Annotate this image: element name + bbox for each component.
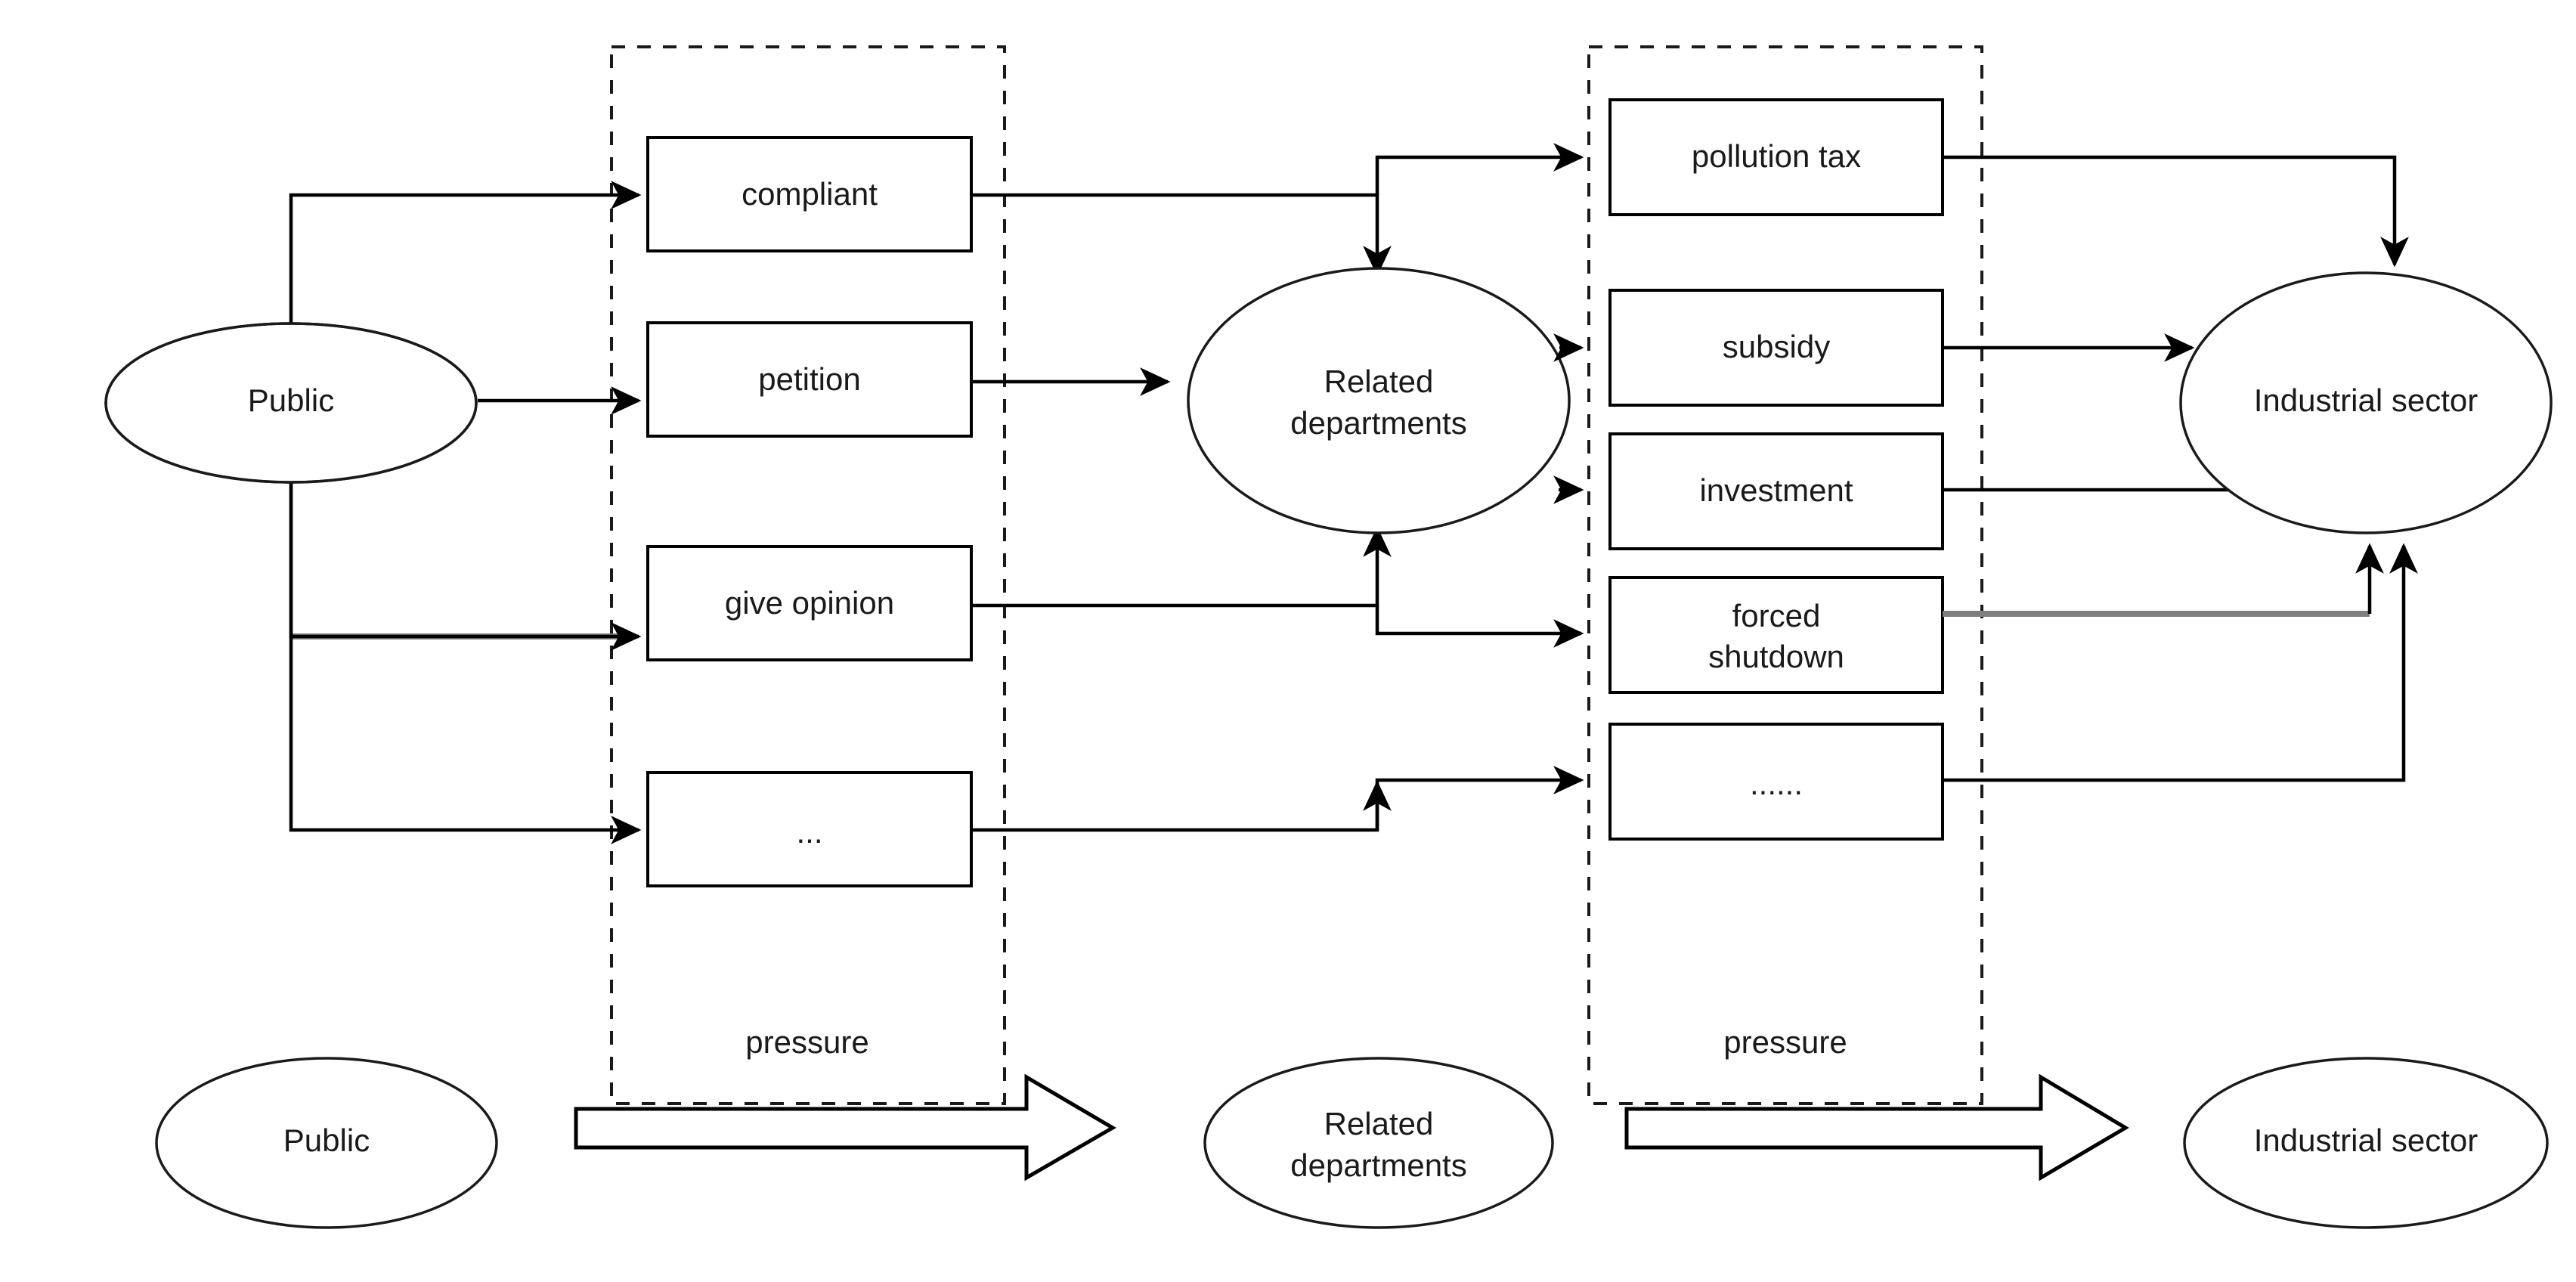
- box-subsidy-label: subsidy: [1723, 329, 1830, 364]
- legend-pressure-arrow-right: [1624, 1073, 2129, 1181]
- box-subsidy[interactable]: [1608, 289, 1944, 407]
- legend-node-public[interactable]: [155, 1057, 498, 1229]
- group-label-right-pressure: pressure: [1723, 1024, 1847, 1060]
- box-compliant-label: compliant: [742, 176, 878, 212]
- legend-node-related-departments-label-line2: departments: [1290, 1147, 1466, 1183]
- box-forced-shutdown-label-line1: forced: [1732, 598, 1821, 633]
- legend-node-public-label: Public: [283, 1123, 370, 1158]
- box-investment-label: investment: [1699, 472, 1853, 508]
- box-ellipsis-left[interactable]: [646, 771, 973, 887]
- edge-give-opinion-to-related-departments: [971, 526, 1392, 608]
- box-pollution-tax[interactable]: [1608, 98, 1944, 216]
- edge-pollution-tax-to-industrial-sector: [1943, 155, 2409, 268]
- legend-node-industrial-sector[interactable]: [2183, 1057, 2549, 1229]
- edge-ellipsis-right-to-industrial-sector: [1943, 543, 2418, 782]
- edge-give-opinion-to-forced-shutdown: [1375, 605, 1584, 648]
- box-petition[interactable]: [646, 321, 973, 438]
- box-pollution-tax-label: pollution tax: [1692, 138, 1861, 174]
- node-industrial-sector[interactable]: [2179, 271, 2553, 534]
- box-forced-shutdown[interactable]: [1608, 576, 1944, 694]
- legend-node-related-departments-label-line1: Related: [1324, 1106, 1434, 1141]
- box-forced-shutdown-label-line2: shutdown: [1708, 639, 1844, 674]
- edge-ellipsis-left-to-ellipsis-right: [1375, 766, 1584, 830]
- node-related-departments-label-line1: Related: [1324, 364, 1434, 399]
- legend-node-related-departments[interactable]: [1203, 1057, 1554, 1229]
- dashed-group-left: [610, 45, 1006, 1105]
- node-related-departments[interactable]: [1187, 267, 1571, 534]
- edge-public-to-ellipsis: [289, 481, 642, 844]
- group-label-left-pressure: pressure: [745, 1024, 868, 1060]
- box-ellipsis-right-label: ......: [1750, 766, 1803, 801]
- box-give-opinion[interactable]: [646, 545, 973, 661]
- node-industrial-sector-label: Industrial sector: [2254, 382, 2478, 418]
- node-public-label: Public: [248, 382, 334, 418]
- box-ellipsis-right[interactable]: [1608, 723, 1944, 841]
- legend-node-industrial-sector-label: Industrial sector: [2254, 1123, 2478, 1158]
- edge-ellipsis-left-to-related-departments: [971, 780, 1392, 832]
- edge-compliant-to-related-departments: [971, 193, 1392, 277]
- node-public-outline: [104, 322, 478, 484]
- box-investment[interactable]: [1608, 432, 1944, 550]
- dashed-group-right: [1587, 45, 1983, 1105]
- legend-pressure-arrow-left: [574, 1073, 1116, 1181]
- box-compliant[interactable]: [646, 136, 973, 252]
- box-ellipsis-left-label: ...: [796, 814, 822, 850]
- edge-public-to-compliant: [289, 181, 642, 325]
- box-petition-label: petition: [758, 361, 860, 397]
- edge-public-to-give-opinion: [289, 481, 642, 651]
- box-give-opinion-label: give opinion: [725, 585, 894, 621]
- edge-compliant-to-pollution-tax: [1375, 143, 1584, 195]
- node-related-departments-label-line2: departments: [1290, 405, 1466, 441]
